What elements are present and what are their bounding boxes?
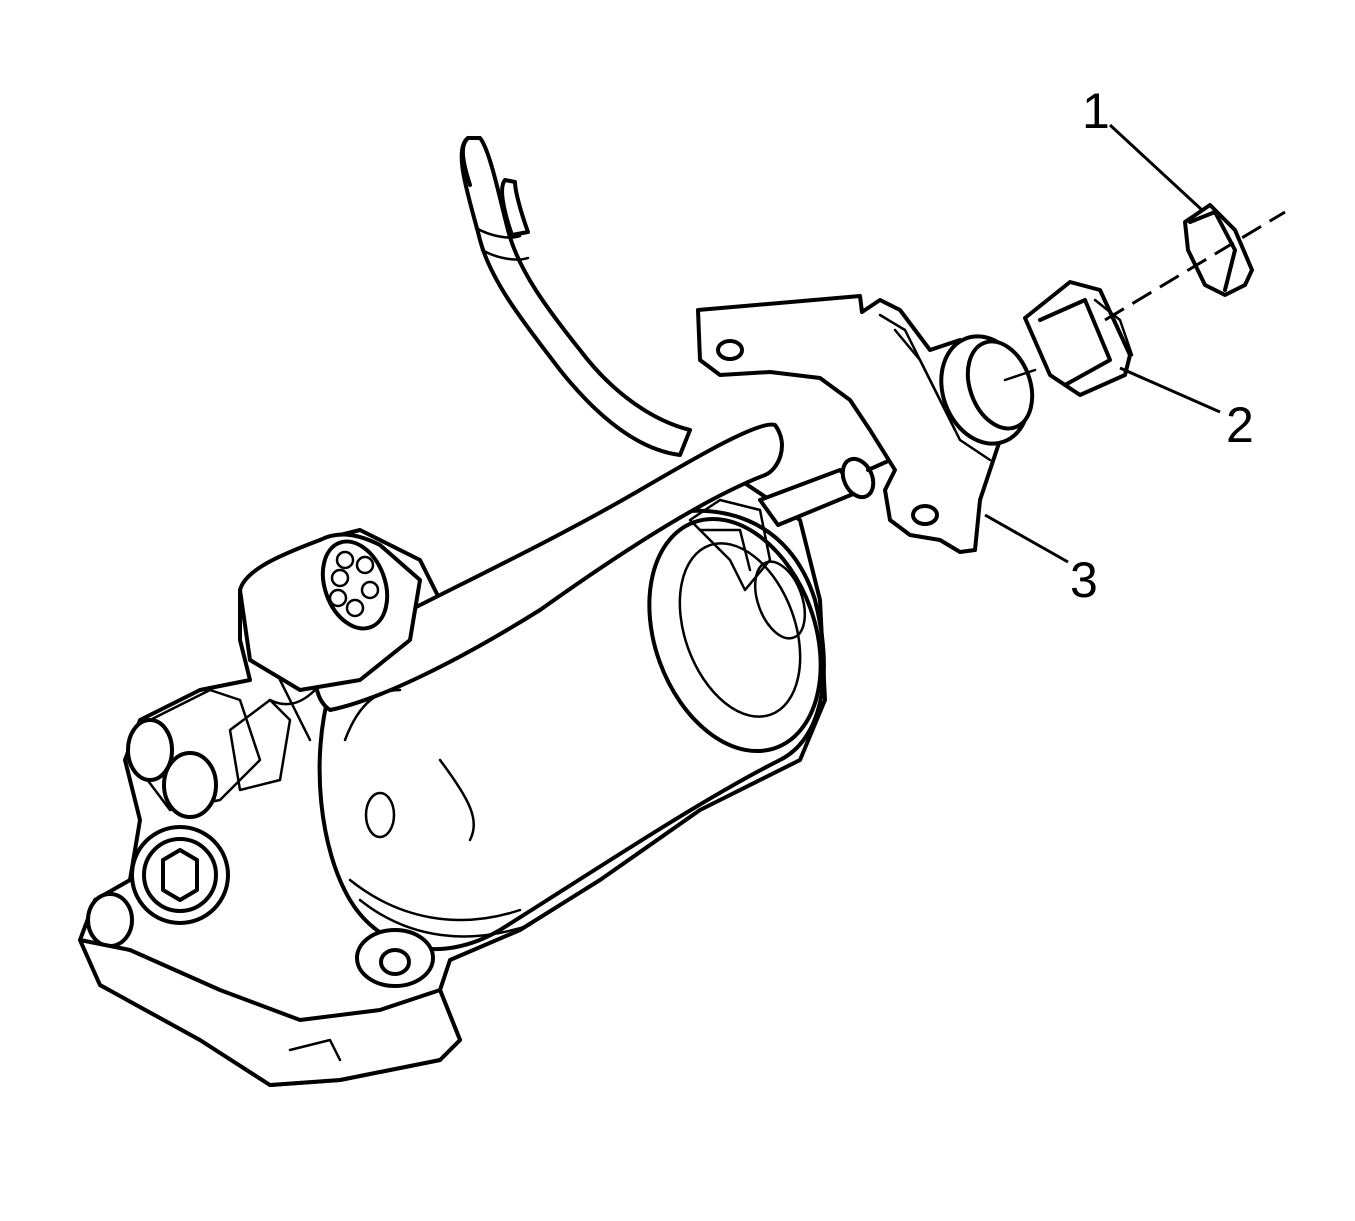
gear-housing <box>78 532 462 1087</box>
centerline <box>1104 210 1286 322</box>
leader-line-3 <box>984 513 1069 564</box>
callout-2: 2 <box>1226 397 1254 453</box>
callout-1: 1 <box>1082 83 1110 139</box>
harness-strap <box>313 422 784 712</box>
cap <box>1183 203 1254 297</box>
sensor-magnet <box>1023 280 1134 397</box>
wiring-harness <box>459 136 692 457</box>
leader-line-1 <box>1108 123 1204 212</box>
motor-shaft <box>758 456 897 527</box>
leader-line-2 <box>1119 366 1221 414</box>
callout-3: 3 <box>1070 552 1098 608</box>
mounting-bracket <box>696 294 1037 554</box>
